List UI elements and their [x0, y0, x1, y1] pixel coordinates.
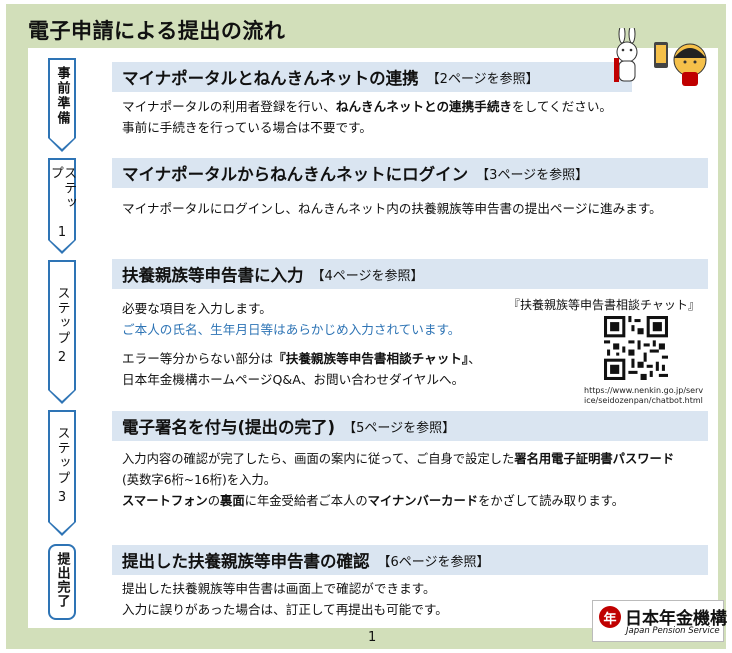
- step-title: 電子署名を付与(提出の完了): [122, 418, 336, 437]
- body-text: に年金受給者ご本人の: [244, 494, 368, 508]
- content-panel: 事前準備 ステップ 1 ステップ 2 ステップ 3 提出完了 マイナポータルとね…: [28, 48, 718, 628]
- body-text: をしてください。: [512, 99, 613, 114]
- smartphone-icon: [654, 42, 668, 68]
- body-text: の: [207, 494, 221, 508]
- step-heading-2: 扶養親族等申告書に入力 【4ページを参照】: [112, 259, 708, 289]
- marker-complete: 提出完了: [48, 544, 76, 620]
- body-text-bold: 『扶養親族等申告書相談チャット』: [273, 351, 469, 366]
- body-text: 必要な項目を入力します。: [122, 301, 272, 316]
- marker-preparation: 事前準備: [48, 58, 76, 152]
- body-text-blue: ご本人の氏名、生年月日等はあらかじめ入力されています。: [122, 322, 461, 337]
- marker-step-3: ステップ 3: [48, 410, 76, 536]
- step-body-complete: 提出した扶養親族等申告書は画面上で確認ができます。 入力に誤りがあった場合は、訂…: [122, 578, 712, 620]
- kokeshi-mascot-icon: [673, 43, 707, 86]
- step-title: 扶養親族等申告書に入力: [122, 266, 304, 285]
- jps-logo: 年 日本年金機構 Japan Pension Service: [592, 600, 727, 642]
- body-text: マイナポータルの利用者登録を行い、: [122, 99, 336, 114]
- mascot-illustration: [614, 28, 707, 86]
- body-text: 、: [468, 351, 481, 366]
- step-page-ref: 【3ページを参照】: [476, 167, 589, 183]
- step-page-ref: 【6ページを参照】: [377, 554, 490, 570]
- step-body-2: 必要な項目を入力します。 ご本人の氏名、生年月日等はあらかじめ入力されています。…: [122, 298, 712, 390]
- rabbit-mascot-icon: [614, 28, 638, 82]
- marker-label: 提出完了: [54, 552, 70, 608]
- marker-number: 1: [57, 225, 67, 240]
- body-text: マイナポータルにログインし、ねんきんネット内の扶養親族等申告書の提出ページに進み…: [122, 201, 662, 216]
- marker-number: 2: [57, 350, 67, 365]
- body-text-bold: マイナンバーカード: [367, 494, 479, 508]
- step-title: マイナポータルとねんきんネットの連携: [122, 69, 419, 88]
- marker-step-2: ステップ 2: [48, 260, 76, 404]
- body-text: をかざして読み取ります。: [478, 494, 625, 508]
- body-text-bold: スマートフォン: [122, 494, 208, 508]
- body-text: 入力に誤りがあった場合は、訂正して再提出も可能です。: [122, 602, 448, 617]
- jps-logo-mark: 年: [599, 606, 621, 628]
- body-text-bold: 裏面: [220, 494, 245, 508]
- body-text: 事前に手続きを行っている場合は不要です。: [122, 120, 372, 135]
- step-body-1: マイナポータルにログインし、ねんきんネット内の扶養親族等申告書の提出ページに進み…: [122, 198, 712, 219]
- body-text-bold: ねんきんネットとの連携手続き: [335, 99, 513, 114]
- marker-number: 3: [57, 490, 67, 505]
- jps-logo-name: 日本年金機構: [625, 609, 727, 629]
- step-heading-complete: 提出した扶養親族等申告書の確認 【6ページを参照】: [112, 545, 708, 575]
- page-number: 1: [368, 630, 377, 645]
- step-page-ref: 【2ページを参照】: [426, 71, 539, 87]
- step-title: マイナポータルからねんきんネットにログイン: [122, 165, 469, 184]
- step-title: 提出した扶養親族等申告書の確認: [122, 552, 370, 571]
- marker-label: 事前準備: [54, 66, 70, 126]
- body-text: 入力内容の確認が完了したら、画面の案内に従って、ご自身で設定した: [122, 452, 515, 466]
- page-title: 電子申請による提出の流れ: [28, 19, 286, 43]
- marker-label: ステップ: [54, 426, 70, 486]
- step-page-ref: 【4ページを参照】: [311, 268, 424, 284]
- step-body-3: 入力内容の確認が完了したら、画面の案内に従って、ご自身で設定した署名用電子証明書…: [122, 449, 712, 512]
- step-heading-3: 電子署名を付与(提出の完了) 【5ページを参照】: [112, 411, 708, 441]
- step-heading-1: マイナポータルからねんきんネットにログイン 【3ページを参照】: [112, 158, 708, 188]
- body-text: 日本年金機構ホームページQ&A、お問い合わせダイヤルへ。: [122, 372, 465, 387]
- chat-url[interactable]: https://www.nenkin.go.jp/serv ice/seidoz…: [584, 386, 703, 406]
- step-page-ref: 【5ページを参照】: [343, 420, 456, 436]
- step-heading-preparation: マイナポータルとねんきんネットの連携 【2ページを参照】: [112, 62, 632, 92]
- body-text-bold: 署名用電子証明書パスワード: [514, 452, 675, 466]
- chat-qr-label: 『扶養親族等申告書相談チャット』: [508, 298, 700, 312]
- chat-url-line: https://www.nenkin.go.jp/serv: [584, 386, 704, 395]
- step-body-preparation: マイナポータルの利用者登録を行い、ねんきんネットとの連携手続きをしてください。 …: [122, 96, 712, 138]
- jps-logo-english: Japan Pension Service: [626, 626, 720, 636]
- chat-qr-code[interactable]: [604, 316, 668, 380]
- body-text: エラー等分からない部分は: [122, 351, 274, 366]
- marker-step-1: ステップ 1: [48, 158, 76, 254]
- marker-label: ステップ: [54, 286, 70, 346]
- marker-label: ステップ: [48, 166, 76, 211]
- body-text: 提出した扶養親族等申告書は画面上で確認ができます。: [122, 581, 436, 596]
- body-text: (英数字6桁~16桁)を入力。: [122, 473, 277, 487]
- chat-url-line: ice/seidozenpan/chatbot.html: [584, 396, 703, 405]
- page-frame: 電子申請による提出の流れ 事前準備 ステップ 1 ステップ 2 ステップ 3 提…: [6, 4, 727, 649]
